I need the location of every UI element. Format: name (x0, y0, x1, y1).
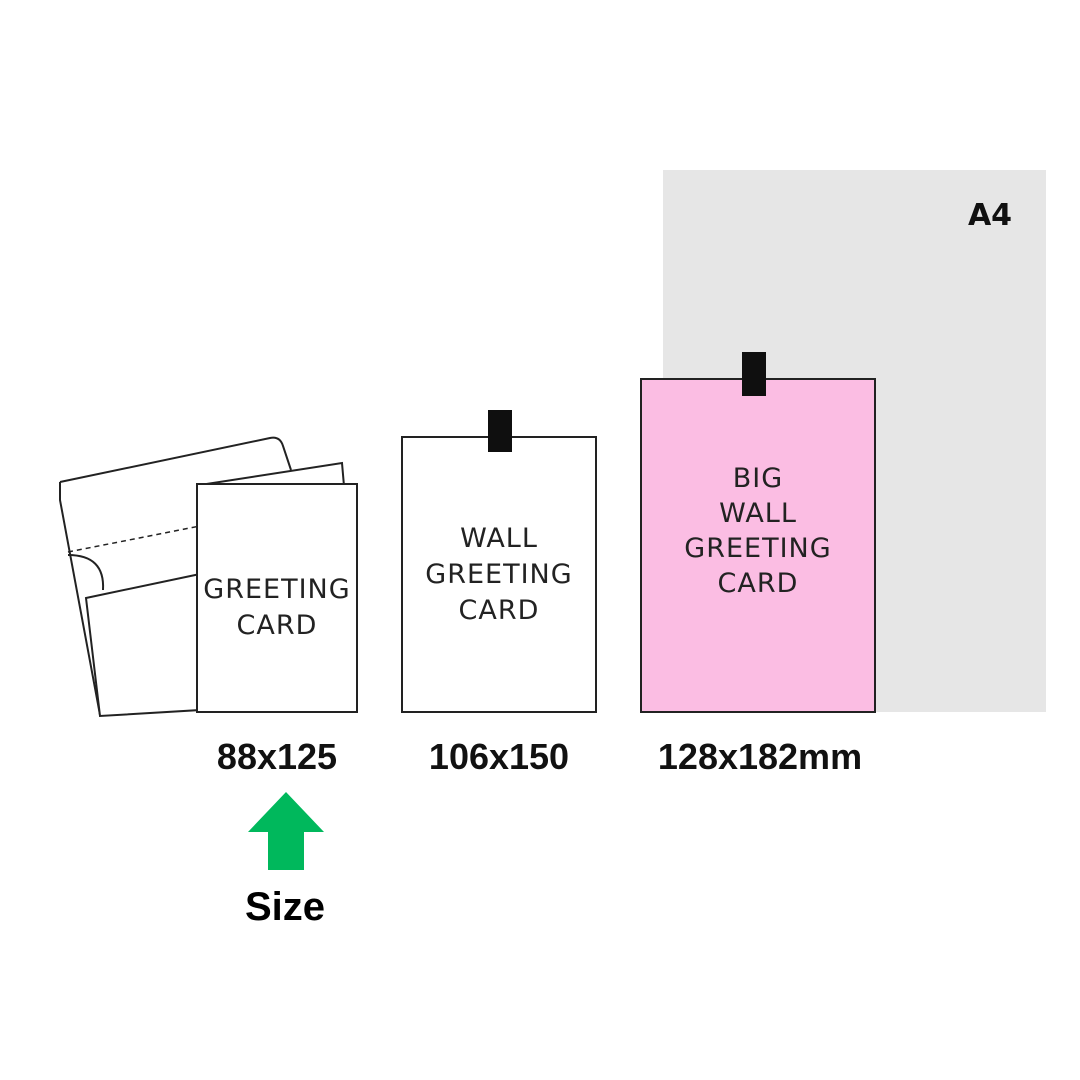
big-wall-greeting-card-size: 128x182mm (657, 736, 863, 777)
wall-greeting-card: WALL GREETING CARD (401, 436, 597, 713)
envelope-icon (59, 436, 345, 718)
big-wall-greeting-card: BIG WALL GREETING CARD (640, 378, 876, 713)
size-indicator-label: Size (244, 885, 326, 929)
up-arrow-icon (248, 792, 324, 870)
greeting-card-size: 88x125 (216, 736, 338, 777)
greeting-card: GREETING CARD (196, 483, 358, 713)
tape-icon (742, 352, 766, 396)
big-wall-greeting-card-text: BIG WALL GREETING CARD (684, 462, 832, 599)
greeting-card-text: GREETING CARD (203, 574, 351, 641)
wall-greeting-card-text: WALL GREETING CARD (425, 522, 573, 626)
tape-icon (488, 410, 512, 452)
a4-label: A4 (967, 198, 1013, 233)
wall-greeting-card-size: 106x150 (428, 736, 570, 777)
